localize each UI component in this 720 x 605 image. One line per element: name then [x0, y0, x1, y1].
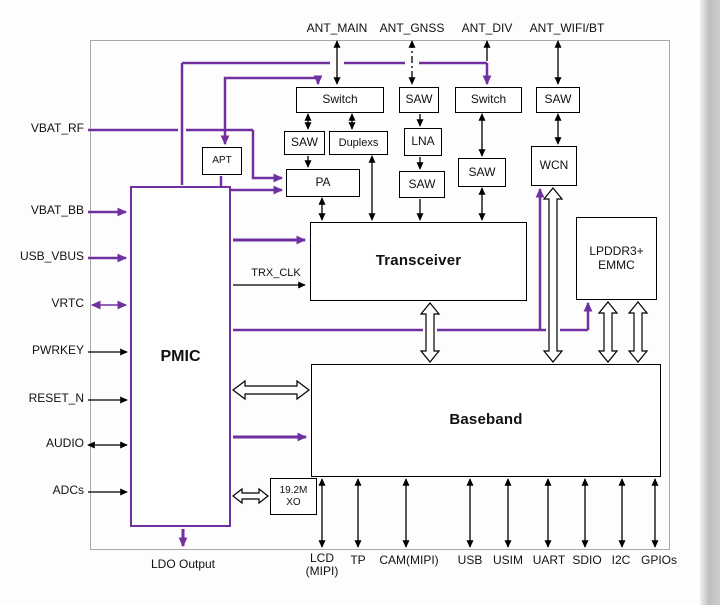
pmic-xo-bus-arrow	[232, 487, 269, 505]
block-lna: LNA	[404, 128, 442, 156]
power-wires	[88, 61, 593, 548]
port-uart: UART	[532, 553, 566, 567]
memory-baseband-bus-arrow-1	[597, 301, 619, 363]
block-apt: APT	[202, 147, 242, 175]
port-ldo-output: LDO Output	[150, 557, 216, 571]
port-i2c: I2C	[611, 553, 631, 567]
block-saw-gnss: SAW	[399, 87, 439, 113]
page-edge	[700, 0, 720, 605]
antenna-wires	[333, 40, 562, 85]
bus-arrows	[232, 187, 649, 505]
port-vbat-bb: VBAT_BB	[30, 203, 84, 217]
port-lcd-mipi: LCD (MIPI)	[305, 551, 339, 578]
port-adcs: ADCs	[52, 483, 84, 497]
block-wcn: WCN	[531, 146, 577, 186]
transceiver-baseband-bus-arrow	[419, 302, 441, 363]
port-usb-vbus: USB_VBUS	[19, 249, 84, 263]
memory-baseband-bus-arrow-2	[627, 301, 649, 363]
port-reset-n: RESET_N	[28, 391, 84, 405]
block-memory: LPDDR3+ EMMC	[576, 217, 657, 300]
block-saw-wifi: SAW	[536, 87, 580, 113]
port-ant-gnss: ANT_GNSS	[379, 21, 445, 35]
baseband-io-wires	[318, 478, 659, 548]
port-ant-main: ANT_MAIN	[306, 21, 368, 35]
port-tp: TP	[350, 553, 366, 567]
block-transceiver: Transceiver	[310, 222, 527, 301]
wcn-baseband-bus-arrow	[542, 187, 564, 363]
port-ant-wifi-bt: ANT_WIFI/BT	[529, 21, 605, 35]
port-gpios: GPIOs	[640, 553, 677, 567]
port-ant-div: ANT_DIV	[461, 21, 513, 35]
block-saw-rx: SAW	[399, 171, 445, 198]
port-vrtc: VRTC	[51, 296, 84, 310]
port-audio: AUDIO	[45, 436, 84, 450]
block-pmic: PMIC	[130, 186, 231, 527]
block-saw-tx: SAW	[284, 131, 325, 155]
left-port-wires	[87, 207, 128, 496]
port-cam-mipi: CAM(MIPI)	[379, 553, 439, 567]
block-pa: PA	[286, 169, 360, 197]
port-pwrkey: PWRKEY	[31, 343, 84, 357]
block-xo: 19.2M XO	[270, 478, 317, 515]
block-duplexs: Duplexs	[329, 131, 388, 155]
label-trx-clk: TRX_CLK	[251, 267, 301, 279]
port-vbat-rf: VBAT_RF	[30, 121, 84, 135]
port-sdio: SDIO	[572, 553, 602, 567]
port-usim: USIM	[493, 553, 523, 567]
pmic-baseband-bus-arrow	[232, 379, 310, 401]
block-switch-div: Switch	[455, 87, 522, 113]
block-saw-div: SAW	[458, 158, 506, 187]
block-baseband: Baseband	[311, 364, 661, 477]
rf-chain-wires	[304, 113, 562, 221]
diagram-boundary	[90, 40, 670, 550]
block-switch-main: Switch	[296, 87, 384, 113]
port-usb: USB	[457, 553, 483, 567]
